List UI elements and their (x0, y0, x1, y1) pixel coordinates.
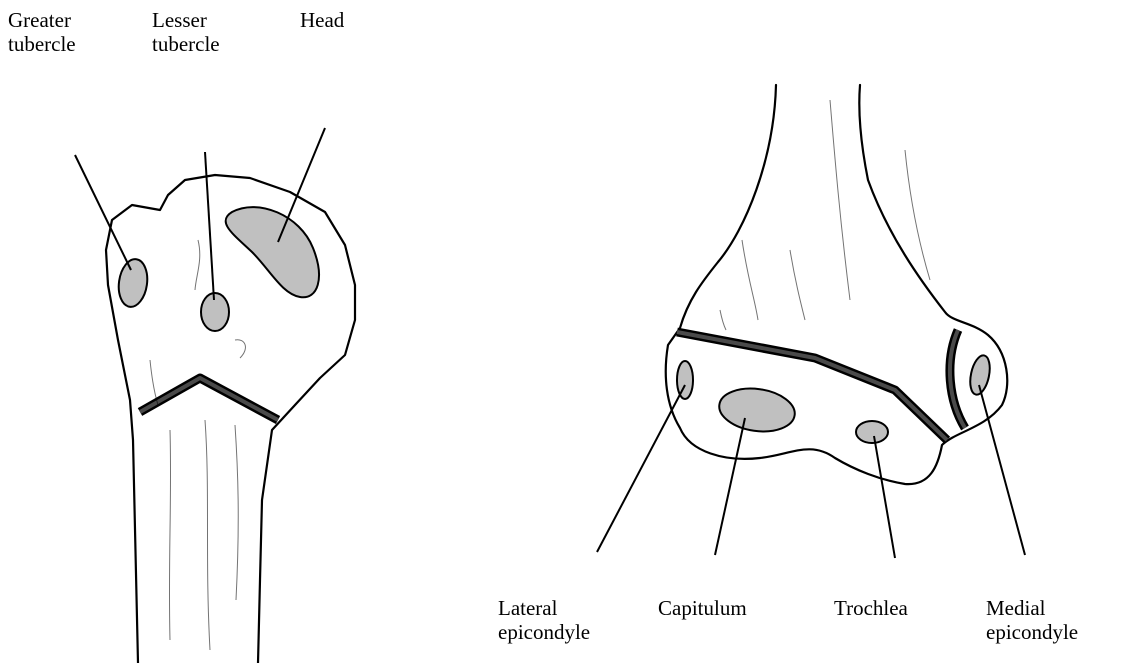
label-capitulum: Capitulum (658, 596, 747, 620)
label-head: Head (300, 8, 344, 32)
distal-humerus (666, 85, 1008, 484)
proximal-humerus-outline (106, 175, 355, 663)
trochlea-ossification-center (856, 421, 888, 443)
label-trochlea: Trochlea (834, 596, 908, 620)
label-lesser-tubercle: Lesser tubercle (152, 8, 220, 56)
medial-epicondyle-leader (979, 385, 1025, 555)
lesser-tubercle-ossification-center (201, 293, 229, 331)
proximal-humerus (106, 175, 355, 663)
label-greater-tubercle: Greater tubercle (8, 8, 76, 56)
distal-humerus-outline (666, 85, 1008, 484)
label-lateral-epicondyle: Lateral epicondyle (498, 596, 590, 644)
lateral-epicondyle-ossification-center (677, 361, 693, 399)
lateral-epicondyle-leader (597, 385, 685, 552)
label-medial-epicondyle: Medial epicondyle (986, 596, 1078, 644)
